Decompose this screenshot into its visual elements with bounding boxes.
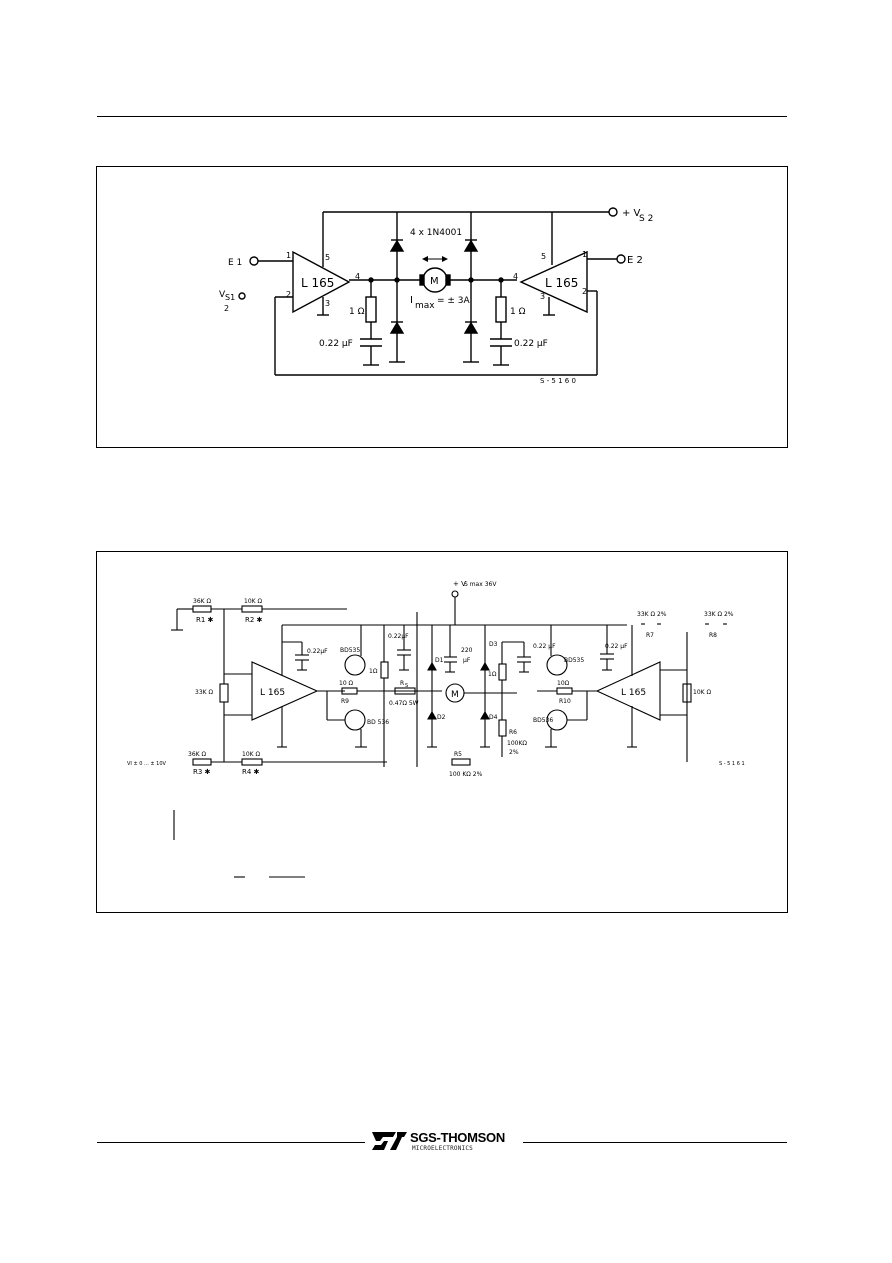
input-e1-label: E 1 [228,258,242,268]
r-10k-label: 10K Ω [693,689,711,696]
vs1-fraction: 2 [224,304,229,313]
figure-2-labels: + V S max 36V 36K Ω R1 ✱ 10K Ω R2 ✱ 36K … [127,580,745,778]
bd535-right: BD535 [564,657,584,664]
r2-label: R2 ✱ [245,616,263,624]
one-ohm-left: 1Ω [369,668,378,675]
pin-4-left: 4 [355,272,360,281]
pin-1-left: 1 [286,251,291,260]
figure-2-servo-motor-drive: + V S max 36V 36K Ω R1 ✱ 10K Ω R2 ✱ 36K … [96,551,788,913]
res-left-label: 1 Ω [349,307,365,317]
r4-value: 10K Ω [242,751,260,758]
r10-label: R10 [559,698,571,705]
bd536-left: BD 536 [367,719,389,726]
cap-large-unit: μF [463,657,471,664]
chip-left-label: L 165 [260,688,285,698]
imax-label: I [410,295,413,306]
d2-label: D2 [437,714,446,721]
supply-vs2-label: + V [622,208,641,219]
r7-label: R7 [646,632,654,639]
r4-label: R4 ✱ [242,768,260,776]
bd536-right: BD536 [533,717,553,724]
supply-detail: S max 36V [464,581,497,588]
footer-rule-right [523,1142,787,1143]
imax-value: = ± 3A [437,296,471,306]
supply-label: + V [453,580,466,588]
input-range-label: VI ± 0 ... ± 10V [127,761,167,767]
cap2-label: 0.22μF [388,633,409,640]
r1-value: 36K Ω [193,598,211,605]
brand-subtitle: MICROELECTRONICS [412,1145,473,1152]
chip-right-label: L 165 [621,688,646,698]
supply-vs2-sub: S 2 [639,214,653,224]
d4-label: D4 [489,714,498,721]
bd535-left: BD535 [340,647,360,654]
d3-label: D3 [489,641,498,648]
d1-label: D1 [435,657,444,664]
r7-value: 33K Ω 2% [637,611,667,618]
r10-value: 10Ω [557,680,570,687]
brand-name: SGS-THOMSON [410,1130,505,1145]
figure-1-schematic [238,207,626,376]
r5-value: 100 KΩ 2% [449,771,483,778]
pin-2-left: 2 [286,290,291,299]
cap4-label: 0.22 μF [605,643,628,650]
res-right-label: 1 Ω [510,307,526,317]
r-33k-label: 33K Ω [195,689,213,696]
st-logo-icon [372,1132,407,1150]
r3-value: 36K Ω [188,751,206,758]
motor-label: M [430,276,439,287]
pin-5-left: 5 [325,253,330,262]
pin-5-right: 5 [541,252,546,261]
cap1-label: 0.22μF [307,648,328,655]
imax-sub: max [415,301,435,311]
pin-1-right: 1 [582,250,587,259]
rs-sub: S [405,683,408,689]
r1-label: R1 ✱ [196,616,214,624]
header-rule [97,116,787,117]
chip-right-label: L 165 [545,276,578,290]
chip-left-label: L 165 [301,276,334,290]
cap-left-label: 0.22 μF [319,339,353,349]
r5-label: R5 [454,751,462,758]
pin-3-right: 3 [540,292,545,301]
motor-label: M [451,690,459,700]
figure-1-labels: L 165 L 165 E 1 E 2 + V S 2 V S1 2 4 x 1… [219,208,653,385]
rs-value: 0.47Ω 5W [389,700,419,707]
cap3-label: 0.22 μF [533,643,556,650]
r6-tolerance: 2% [509,749,519,756]
cap-large-value: 220 [461,647,473,654]
figure-code: S - 5 1 6 1 [719,761,745,767]
r6-label: R6 [509,729,517,736]
r6-value: 100KΩ [507,740,527,747]
pin-4-right: 4 [513,272,518,281]
r8-value: 33K Ω 2% [704,611,734,618]
figure-code: S - 5 1 6 0 [540,377,576,385]
figure-2-schematic [171,590,727,878]
rs-label: R [400,680,404,687]
r9-value: 10 Ω [339,680,354,687]
pin-2-right: 2 [582,287,587,296]
diodes-label: 4 x 1N4001 [410,228,462,238]
one-ohm-right: 1Ω [488,671,497,678]
pin-3-left: 3 [325,299,330,308]
cap-right-label: 0.22 μF [514,339,548,349]
r9-label: R9 [341,698,349,705]
supply-vs1-label: V [219,290,226,300]
r3-label: R3 ✱ [193,768,211,776]
input-e2-label: E 2 [627,255,643,266]
supply-vs1-sub: S1 [225,293,235,302]
r8-label: R8 [709,632,717,639]
footer-rule-left [97,1142,365,1143]
r2-value: 10K Ω [244,598,262,605]
figure-1-bidirectional-motor-control: L 165 L 165 E 1 E 2 + V S 2 V S1 2 4 x 1… [96,166,788,448]
